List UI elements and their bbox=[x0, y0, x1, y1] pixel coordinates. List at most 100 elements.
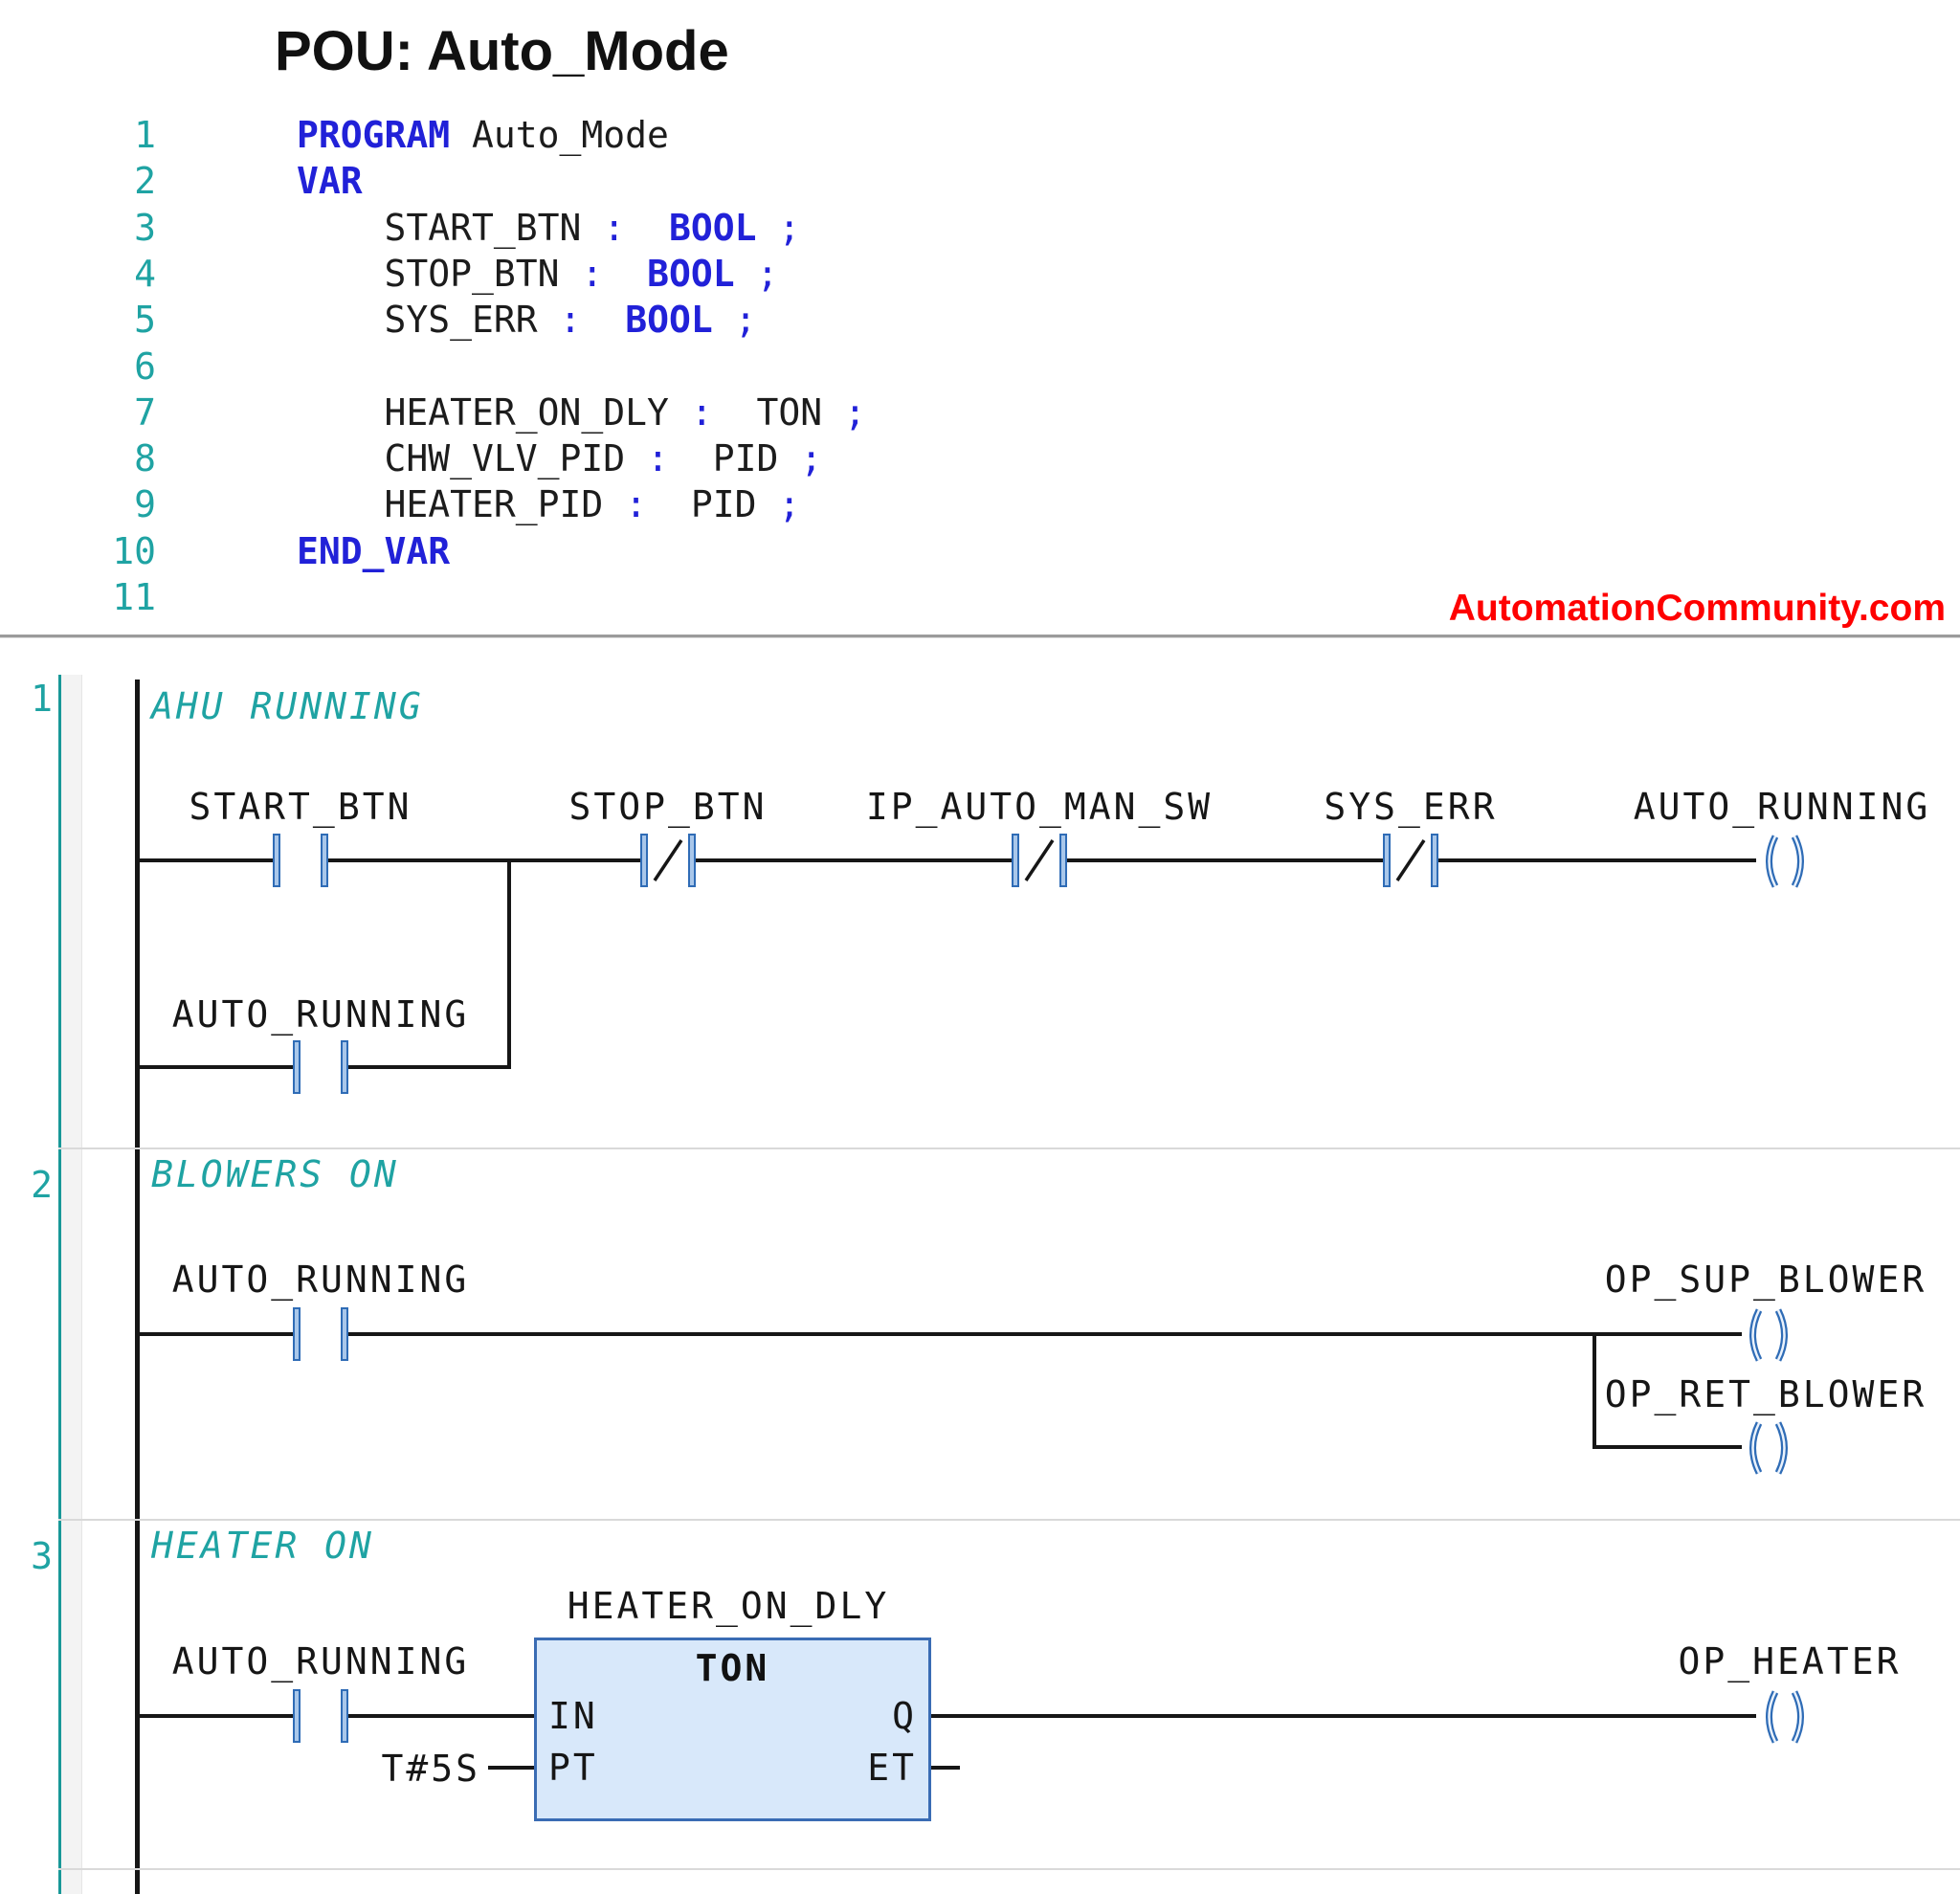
nc-slash-icon bbox=[1395, 839, 1426, 881]
code-segment: STOP_BTN bbox=[297, 252, 582, 295]
line-number: 10 bbox=[112, 529, 156, 572]
line-number: 1 bbox=[134, 114, 156, 156]
code-text: END_VAR bbox=[297, 529, 450, 573]
code-segment: HEATER_ON_DLY bbox=[297, 390, 691, 434]
contact-label-auto-man-sw[interactable]: IP_AUTO_MAN_SW bbox=[865, 786, 1214, 828]
contact-bar-icon bbox=[341, 1307, 348, 1361]
code-segment: BOOL bbox=[668, 206, 757, 249]
line-number: 9 bbox=[134, 483, 156, 526]
coil-label-op-heater[interactable]: OP_HEATER bbox=[1678, 1640, 1902, 1682]
code-text: START_BTN : BOOL ; bbox=[297, 206, 801, 250]
code-text: HEATER_PID : PID ; bbox=[297, 482, 801, 526]
contact-bar-icon bbox=[688, 834, 696, 887]
code-line: 3 START_BTN : BOOL ; bbox=[0, 206, 1960, 252]
code-text: SYS_ERR : BOOL ; bbox=[297, 298, 757, 342]
contact-label-auto-running-r3[interactable]: AUTO_RUNNING bbox=[171, 1640, 470, 1682]
code-line: 7 HEATER_ON_DLY : TON ; bbox=[0, 390, 1960, 436]
coil-parens-icon bbox=[1766, 1690, 1804, 1744]
contact-bar-icon bbox=[640, 834, 648, 887]
ton-pin-pt: PT bbox=[548, 1747, 598, 1789]
timer-pt-value[interactable]: T#5S bbox=[381, 1748, 480, 1790]
code-segment: START_BTN bbox=[297, 206, 604, 249]
nc-contact-stop-btn[interactable] bbox=[640, 834, 696, 887]
line-number: 4 bbox=[134, 252, 156, 295]
contact-label-sys-err[interactable]: SYS_ERR bbox=[1324, 786, 1498, 828]
code-text: VAR bbox=[297, 159, 363, 203]
coil-op-ret-blower[interactable] bbox=[1740, 1420, 1797, 1476]
nc-contact-auto-man-sw[interactable] bbox=[1012, 834, 1067, 887]
ton-block-type: TON bbox=[695, 1647, 770, 1689]
line-number: 2 bbox=[134, 160, 156, 203]
contact-label-stop-btn[interactable]: STOP_BTN bbox=[568, 786, 768, 828]
nc-contact-sys-err[interactable] bbox=[1383, 834, 1438, 887]
contact-bar-icon bbox=[1012, 834, 1019, 887]
code-segment bbox=[625, 207, 669, 249]
rung-3-wire-et-stub bbox=[931, 1766, 960, 1770]
pou-title: POU: Auto_Mode bbox=[275, 20, 729, 82]
rung-3-wire-pt bbox=[488, 1766, 534, 1770]
contact-label-auto-running-r2[interactable]: AUTO_RUNNING bbox=[171, 1259, 470, 1301]
code-line: 11 bbox=[0, 575, 1960, 621]
no-contact-start-btn[interactable] bbox=[273, 834, 328, 887]
ton-pin-et: ET bbox=[867, 1747, 917, 1789]
code-line: 1 PROGRAM Auto_Mode bbox=[0, 113, 1960, 159]
code-segment: : bbox=[559, 299, 582, 342]
code-text: STOP_BTN : BOOL ; bbox=[297, 252, 779, 296]
rung-2-comment: BLOWERS ON bbox=[151, 1153, 399, 1195]
coil-auto-running[interactable] bbox=[1756, 834, 1814, 889]
contact-label-start-btn[interactable]: START_BTN bbox=[189, 786, 412, 828]
rung-1-comment: AHU RUNNING bbox=[151, 685, 424, 727]
coil-parens-icon bbox=[1749, 1421, 1788, 1475]
code-line: 6 bbox=[0, 345, 1960, 390]
rung-2-branch-wire-vertical bbox=[1592, 1334, 1596, 1449]
coil-label-op-ret-blower[interactable]: OP_RET_BLOWER bbox=[1604, 1373, 1927, 1415]
nc-slash-icon bbox=[653, 839, 683, 881]
contact-label-auto-running-branch[interactable]: AUTO_RUNNING bbox=[171, 993, 470, 1036]
line-number: 11 bbox=[112, 576, 156, 618]
code-segment: PID bbox=[668, 437, 801, 480]
code-segment: BOOL bbox=[647, 252, 735, 295]
coil-op-sup-blower[interactable] bbox=[1740, 1307, 1797, 1363]
code-line: 8 CHW_VLV_PID : PID ; bbox=[0, 436, 1960, 482]
code-line: 2 VAR bbox=[0, 159, 1960, 205]
code-segment: HEATER_PID bbox=[297, 483, 626, 526]
code-segment: : bbox=[581, 252, 604, 295]
timer-instance-label[interactable]: HEATER_ON_DLY bbox=[567, 1585, 890, 1627]
coil-label-auto-running[interactable]: AUTO_RUNNING bbox=[1633, 786, 1931, 828]
no-contact-auto-running-r2[interactable] bbox=[293, 1307, 348, 1361]
coil-op-heater[interactable] bbox=[1756, 1689, 1814, 1745]
ton-pin-in: IN bbox=[548, 1695, 598, 1737]
coil-label-op-sup-blower[interactable]: OP_SUP_BLOWER bbox=[1604, 1259, 1927, 1301]
contact-bar-icon bbox=[1431, 834, 1438, 887]
no-contact-auto-running-branch[interactable] bbox=[293, 1040, 348, 1094]
contact-bar-icon bbox=[341, 1689, 348, 1743]
code-segment: SYS_ERR bbox=[297, 299, 560, 342]
code-segment: : bbox=[690, 390, 713, 434]
code-text: PROGRAM Auto_Mode bbox=[297, 113, 669, 157]
watermark-text: AutomationCommunity.com bbox=[1448, 588, 1946, 629]
code-text: CHW_VLV_PID : PID ; bbox=[297, 436, 823, 480]
code-line: 9 HEATER_PID : PID ; bbox=[0, 482, 1960, 528]
ton-pin-q: Q bbox=[892, 1695, 917, 1737]
coil-parens-icon bbox=[1749, 1308, 1788, 1362]
line-number: 8 bbox=[134, 437, 156, 480]
nc-slash-icon bbox=[1024, 839, 1055, 881]
rung-3-number: 3 bbox=[31, 1535, 53, 1577]
no-contact-auto-running-r3[interactable] bbox=[293, 1689, 348, 1743]
line-number: 5 bbox=[134, 299, 156, 342]
code-segment: ; bbox=[756, 252, 779, 295]
rung-2-wire bbox=[140, 1332, 1742, 1336]
contact-bar-icon bbox=[1059, 834, 1067, 887]
rung-1-wire bbox=[140, 858, 1756, 862]
code-segment: : bbox=[647, 437, 669, 480]
contact-bar-icon bbox=[321, 834, 328, 887]
contact-bar-icon bbox=[273, 834, 280, 887]
rung-3-wire-q bbox=[931, 1714, 1756, 1718]
rung-1-number: 1 bbox=[31, 678, 53, 720]
margin-accent-line bbox=[58, 675, 61, 1894]
code-segment: PID bbox=[647, 483, 779, 526]
ton-function-block[interactable]: TON IN Q PT ET bbox=[534, 1638, 931, 1821]
contact-bar-icon bbox=[293, 1040, 301, 1094]
line-number: 3 bbox=[134, 206, 156, 249]
rung-separator bbox=[58, 1148, 1960, 1149]
